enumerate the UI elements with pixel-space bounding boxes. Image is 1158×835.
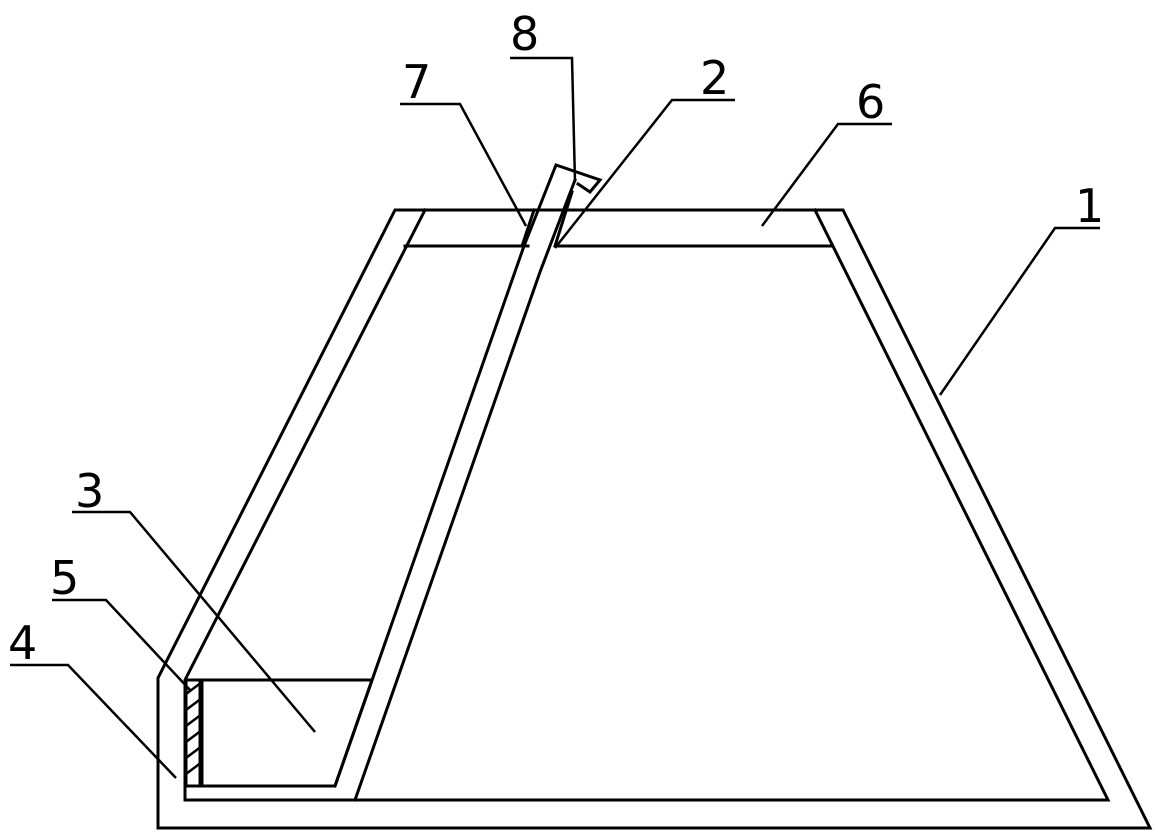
label-2: 2 xyxy=(700,51,729,105)
leader-6 xyxy=(760,122,892,227)
hinge-flap xyxy=(520,208,536,248)
leader-3 xyxy=(72,510,316,733)
leader-1 xyxy=(938,226,1100,396)
leader-5 xyxy=(52,598,191,691)
leader-7 xyxy=(400,102,528,227)
inner-wall xyxy=(183,207,1111,802)
seal-strip xyxy=(184,678,204,788)
label-7: 7 xyxy=(402,55,431,109)
label-8: 8 xyxy=(510,7,539,61)
label-6: 6 xyxy=(856,75,885,129)
divider-plate xyxy=(353,178,577,802)
leader-8 xyxy=(510,56,577,183)
label-5: 5 xyxy=(50,551,79,605)
label-3: 3 xyxy=(75,464,104,518)
divider-plate-inner xyxy=(333,163,603,788)
collection-box xyxy=(198,678,375,788)
flap-blade xyxy=(553,190,574,248)
leader-4 xyxy=(10,663,177,779)
leader-2 xyxy=(554,98,735,249)
label-4: 4 xyxy=(8,616,37,670)
outer-housing xyxy=(156,208,1153,830)
seal-strip-hatching xyxy=(185,681,203,775)
label-1: 1 xyxy=(1075,179,1104,233)
